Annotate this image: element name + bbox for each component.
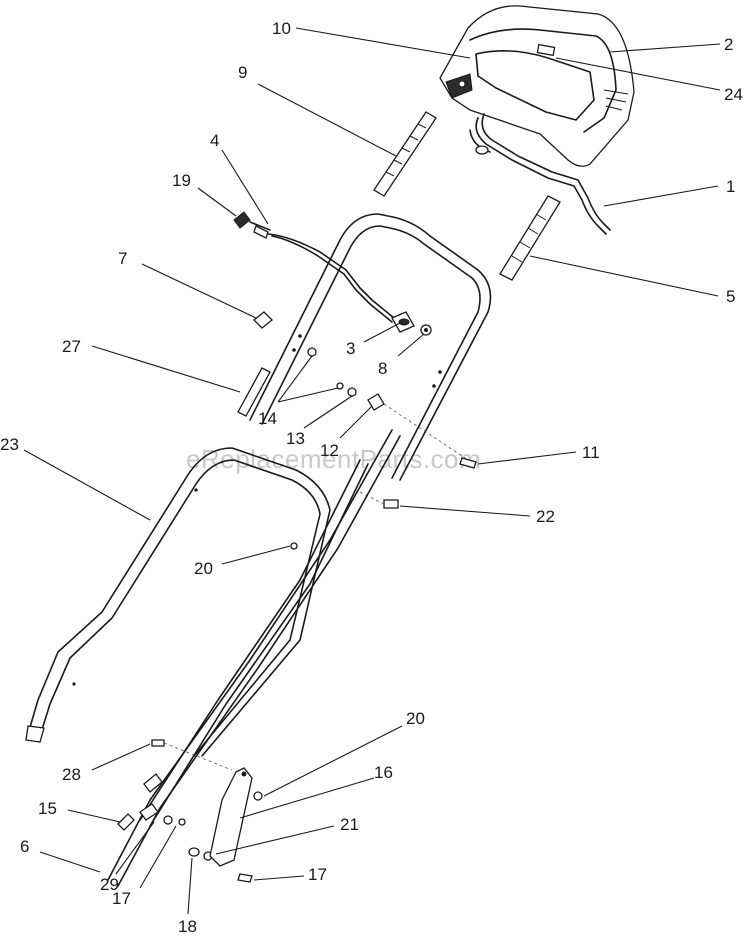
callout-27: 27	[62, 337, 81, 356]
callout-17-left: 17	[112, 889, 131, 908]
callout-2: 2	[724, 35, 733, 54]
callout-18: 18	[178, 917, 197, 936]
callout-22: 22	[536, 507, 555, 526]
callout-3: 3	[346, 339, 355, 358]
callout-20-lower: 20	[406, 709, 425, 728]
upper-handle	[249, 213, 492, 481]
bolt-20-upper	[290, 542, 298, 550]
callout-29: 29	[100, 875, 119, 894]
lower-handle	[25, 447, 331, 757]
callout-5: 5	[726, 287, 735, 306]
bolt-22	[359, 491, 399, 509]
callout-19: 19	[172, 171, 191, 190]
callout-10: 10	[272, 19, 291, 38]
cable-clip-strip-upper	[373, 111, 437, 197]
callout-4: 4	[210, 131, 219, 150]
callout-12: 12	[320, 441, 339, 460]
callout-8: 8	[378, 359, 387, 378]
callout-11: 11	[582, 443, 600, 462]
callout-14: 14	[258, 409, 277, 428]
cable-guide	[253, 311, 273, 329]
callout-23: 23	[0, 435, 19, 454]
cable-adjuster	[391, 311, 415, 333]
control-bail	[469, 113, 611, 235]
callout-labels: 10 2 24 9 4 19 1 7 5 27 3 8 14 13 12 11 …	[0, 19, 743, 936]
callout-1: 1	[726, 177, 735, 196]
control-cable	[233, 211, 395, 323]
cable-clip-strip-right	[499, 195, 561, 281]
callout-13: 13	[286, 429, 305, 448]
callout-20-upper: 20	[194, 559, 213, 578]
leader-lines	[23, 27, 721, 915]
callout-28: 28	[62, 765, 81, 784]
callout-7: 7	[118, 249, 127, 268]
control-bar-housing	[439, 5, 635, 167]
bolt-28	[151, 739, 233, 771]
callout-16: 16	[374, 763, 393, 782]
adjuster-nut	[420, 324, 432, 336]
callout-17-right: 17	[308, 865, 327, 884]
callout-9: 9	[238, 63, 247, 82]
callout-24: 24	[724, 85, 743, 104]
callout-6: 6	[20, 837, 29, 856]
bolt-11	[459, 457, 477, 469]
callout-15: 15	[38, 799, 57, 818]
callout-21: 21	[340, 815, 359, 834]
spring-15	[117, 773, 163, 831]
bracket-16	[209, 767, 263, 867]
lower-cables	[107, 429, 401, 887]
handle-clip-27	[237, 367, 271, 417]
